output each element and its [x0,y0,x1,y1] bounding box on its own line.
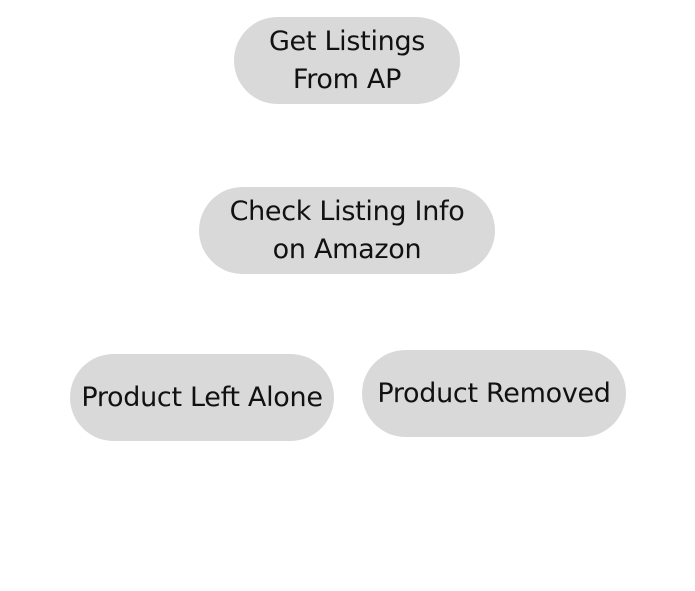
node-label-line: Product Left Alone [81,381,323,413]
node-check-listing-info-on-amazon[interactable]: Check Listing Info on Amazon [199,187,495,274]
node-product-removed[interactable]: Product Removed [362,350,626,437]
node-product-left-alone[interactable]: Product Left Alone [70,354,334,441]
node-label: Check Listing Info on Amazon [230,193,465,269]
node-get-listings-from-ap[interactable]: Get Listings From AP [234,17,460,104]
node-label-line: Check Listing Info [229,195,465,227]
node-label-line: Get Listings [268,25,426,57]
node-label-line: on Amazon [272,233,422,265]
node-label: Product Removed [377,375,611,413]
node-label: Get Listings From AP [269,23,425,99]
node-label: Product Left Alone [81,379,323,417]
node-label-line: From AP [292,63,402,95]
node-label-line: Product Removed [377,377,611,409]
